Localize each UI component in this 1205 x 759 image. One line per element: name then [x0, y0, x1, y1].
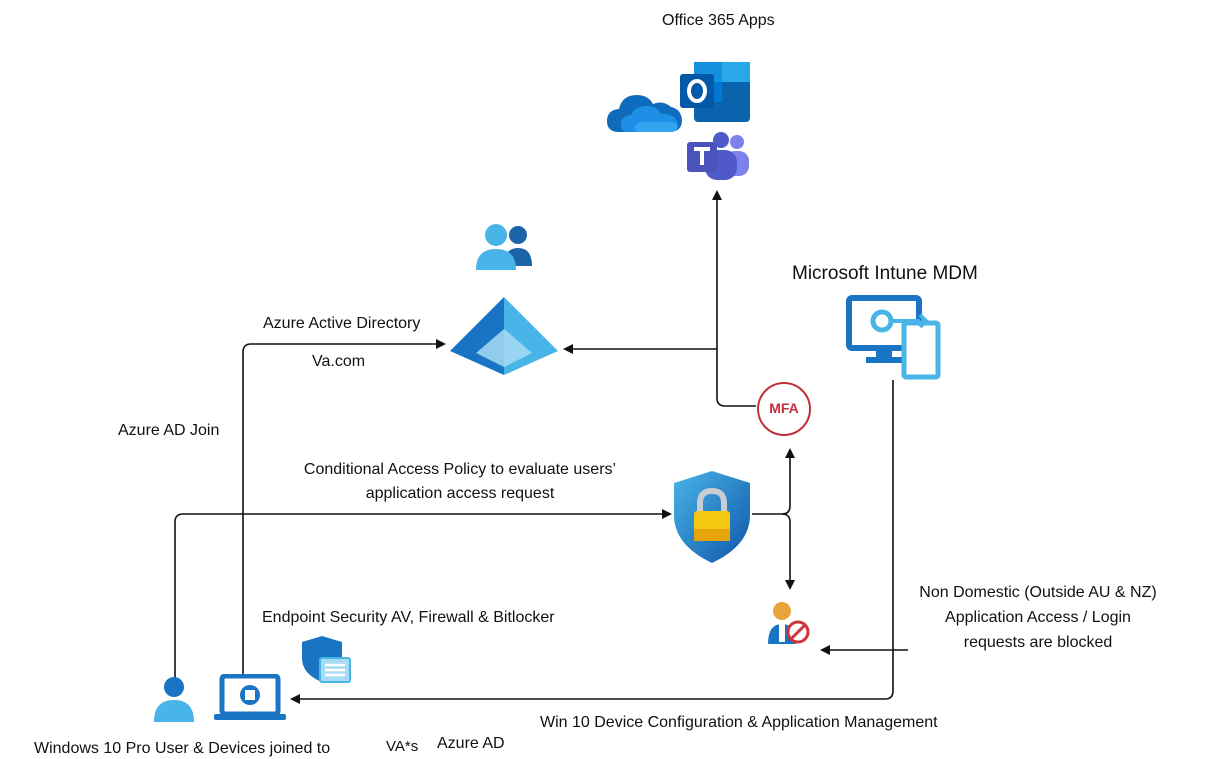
access-request-connector [174, 509, 672, 682]
va-suffix-label: VA*s [386, 738, 419, 755]
intune-to-device-connector [290, 380, 894, 704]
shield-to-mfa-connector [752, 448, 795, 515]
azure-ad-short-label: Azure AD [437, 735, 505, 752]
endpoint-shield-icon [302, 636, 351, 683]
intune-monitor-icon [846, 295, 941, 380]
shield-to-blocked-connector [781, 513, 795, 590]
user-icon [154, 677, 194, 722]
devices-joined-label: Windows 10 Pro User & Devices joined to [34, 740, 331, 757]
blocked-label-line1: Non Domestic (Outside AU & NZ) [919, 584, 1157, 601]
cap-label-line1: Conditional Access Policy to evaluate us… [303, 461, 617, 478]
ad-join-connector [242, 339, 446, 682]
shield-lock-icon [674, 471, 750, 563]
endpoint-security-label: Endpoint Security AV, Firewall & Bitlock… [262, 609, 555, 626]
mfa-label: MFA [769, 400, 799, 416]
windows-laptop-icon [214, 674, 286, 720]
domain-label: Va.com [312, 353, 366, 370]
intune-label: Microsoft Intune MDM [792, 263, 978, 284]
office-apps-label: Office 365 Apps [662, 12, 775, 29]
outlook-icon [680, 62, 750, 122]
users-group-icon [476, 224, 532, 270]
ad-join-label: Azure AD Join [118, 422, 220, 439]
cap-label-line2: application access request [365, 485, 555, 502]
mfa-badge [757, 382, 811, 436]
mfa-to-office-connector [712, 190, 756, 407]
teams-icon [687, 132, 749, 180]
onedrive-cloud-icon [607, 95, 682, 132]
azure-ad-pyramid-icon [450, 297, 558, 375]
blocked-label-line3: requests are blocked [963, 634, 1113, 651]
azure-ad-label: Azure Active Directory [263, 315, 421, 332]
blocked-label-line2: Application Access / Login [945, 609, 1131, 626]
device-config-label: Win 10 Device Configuration & Applicatio… [540, 714, 938, 731]
blocked-user-icon [768, 602, 810, 644]
